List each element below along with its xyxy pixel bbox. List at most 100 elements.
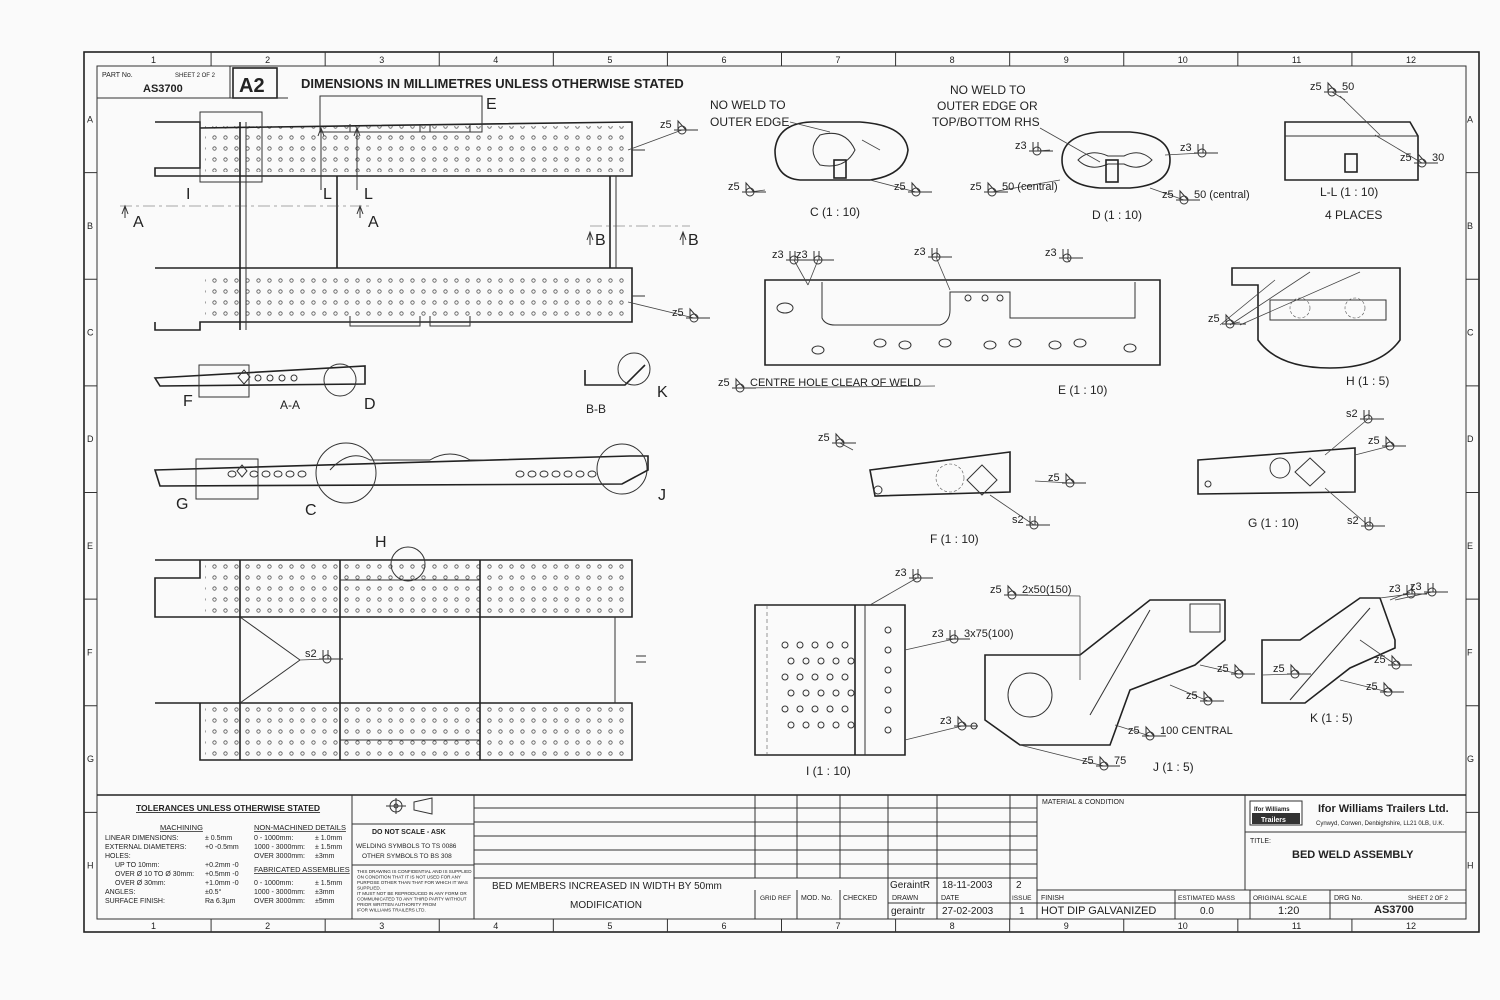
column-label: 2 [265,921,270,931]
weld-size: z5 [672,307,684,319]
row-label: D [87,434,94,444]
no-weld-note-d-line3: TOP/BOTTOM RHS [932,115,1040,129]
column-label: 8 [950,55,955,65]
view-letter-h: H [375,534,387,551]
non-machined-row-label: OVER 3000mm: [254,853,305,860]
weld-symbol: s2 [1324,487,1385,531]
column-label: 3 [379,55,384,65]
column-label: 4 [493,921,498,931]
weld-symbol: z5 [1169,684,1224,706]
row-label: D [1467,434,1474,444]
tolerance-non-machined-heading: NON-MACHINED DETAILS [254,823,346,832]
weld-symbol: z5 [1034,472,1086,488]
tolerance-title: TOLERANCES UNLESS OTHERWISE STATED [136,803,320,813]
fabricated-row-value: ±5mm [315,898,335,905]
weld-symbol: z3 [904,715,978,741]
weld-symbol: s2 [299,648,343,664]
confidential-line: PRIOR WRITTEN AUTHORITY FROM [357,902,436,907]
weld-size: z5 [660,119,672,131]
company-name: Ifor Williams Trailers Ltd. [1318,803,1449,815]
sheet-size: A2 [239,75,265,97]
column-label: 6 [721,921,726,931]
detail-label-i: I (1 : 10) [806,764,851,778]
section-letter-a1: A [133,214,144,231]
column-label: 12 [1406,921,1416,931]
weld-note: 75 [1114,755,1126,767]
non-machined-row-value: ± 1.0mm [315,835,342,842]
weld-size: z5 [1368,435,1380,447]
weld-size: z5 [894,181,906,193]
drawing-header-title: DIMENSIONS IN MILLIMETRES UNLESS OTHERWI… [301,76,684,91]
fabricated-row-value: ± 1.5mm [315,880,342,887]
detail-label-f: F (1 : 10) [930,532,979,546]
weld-symbol: z5 [818,432,856,451]
detail-label-g: G (1 : 10) [1248,516,1299,530]
column-label: 3 [379,921,384,931]
column-label: 5 [607,55,612,65]
row-label: E [1467,541,1473,551]
confidential-line: THIS DRAWING IS CONFIDENTIAL AND IS SUPP… [357,869,472,874]
confidential-line: SUPPLIED. [357,886,381,891]
logo-text-bottom: Trailers [1261,817,1286,824]
view-letter-g: G [176,496,188,513]
row-label: A [87,114,93,124]
non-machined-row-value: ± 1.5mm [315,844,342,851]
column-label: 11 [1292,921,1301,931]
row-label: A [1467,114,1473,124]
confidential-notice: THIS DRAWING IS CONFIDENTIAL AND IS SUPP… [357,869,472,913]
non-machined-row-label: 0 - 1000mm: [254,835,293,842]
weld-size: z5 [1273,663,1285,675]
tolerance-row-value: ±0.5° [205,888,222,896]
weld-size: z5 [1366,681,1378,693]
weld-symbol: z3 [1045,247,1083,263]
date-label: DATE [941,895,959,902]
revision-description: BED MEMBERS INCREASED IN WIDTH BY 50mm [492,881,722,892]
view-letter-k: K [657,384,668,401]
weld-note: 2x50(150) [1022,584,1072,596]
weld-size: z3 [914,246,926,258]
section-letter-b2: B [688,232,699,249]
weld-size: z5 [1162,189,1174,201]
row-label: G [87,754,94,764]
section-letter-b1: B [595,232,606,249]
row-label: F [87,647,93,657]
weld-size: s2 [1346,408,1358,420]
confidential-line: IFOR WILLIAMS TRAILERS LTD. [357,908,426,913]
title-block [97,794,1466,919]
weld-symbol: z3 [1015,140,1053,156]
tolerance-row-label: ANGLES: [105,889,135,896]
section-a-a [153,363,366,398]
view-letter-j: J [658,487,666,504]
sheet-frame [83,51,1480,933]
part-no-label: PART No. [102,72,133,79]
scale-label: ORIGINAL SCALE [1253,895,1308,902]
detail-k [1261,591,1411,704]
drawing-title: BED WELD ASSEMBLY [1292,849,1414,861]
drawing-issue: 1 [1019,906,1025,917]
row-label: F [1467,647,1473,657]
weld-size: z3 [796,249,808,261]
mod-no-label: MOD. No. [801,895,832,902]
weld-size: z5 [1128,725,1140,737]
detail-c [774,121,909,181]
row-label: B [87,221,93,231]
weld-size: z3 [1180,142,1192,154]
weld-size: z5 [1186,690,1198,702]
weld-size: z5 [1208,313,1220,325]
weld-symbol: z3 [914,246,952,291]
welding-symbols-note: WELDING SYMBOLS TO TS 0086 [356,843,457,850]
column-label: 9 [1064,921,1069,931]
row-label: H [87,861,94,871]
detail-label-j: J (1 : 5) [1153,760,1194,774]
weld-note: 3x75(100) [964,628,1014,640]
confidential-line: COMMUNICATED TO ANY THIRD PARTY WITHOUT [357,897,467,902]
detail-label-k: K (1 : 5) [1310,711,1353,725]
tolerance-row-label: LINEAR DIMENSIONS: [105,835,179,842]
